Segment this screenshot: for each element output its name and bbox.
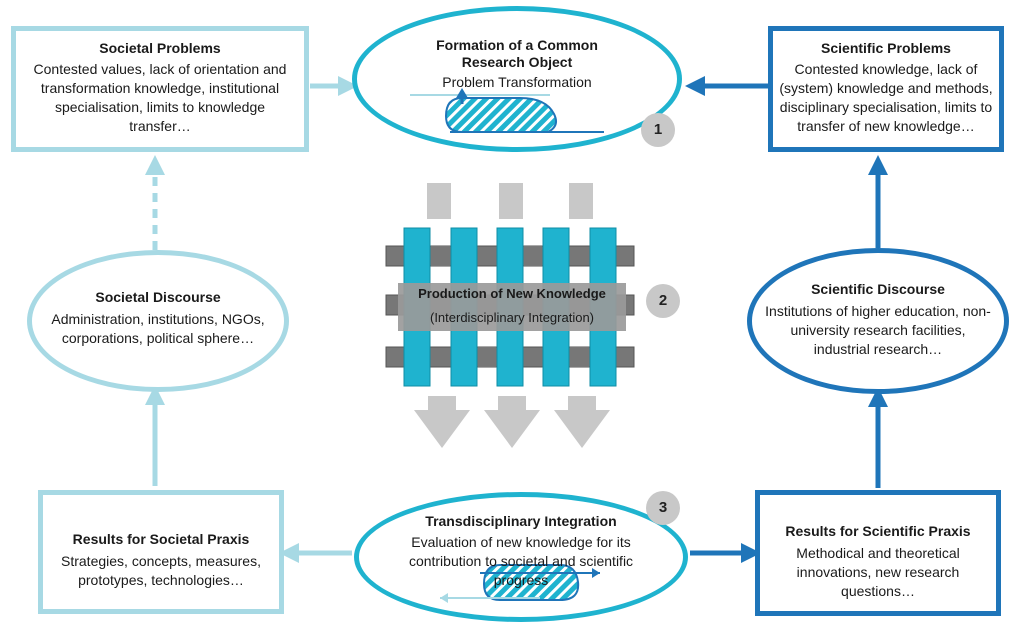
formation-ellipse: Formation of a Common Research Object Pr… — [352, 6, 682, 152]
results-societal-box: Results for Societal Praxis Strategies, … — [38, 490, 284, 614]
societal-discourse-body: Administration, institutions, NGOs, corp… — [51, 311, 265, 346]
scientific-problems-title: Scientific Problems — [821, 40, 951, 56]
production-label-bg — [398, 283, 626, 331]
scientific-discourse-ellipse: Scientific Discourse Institutions of hig… — [747, 248, 1009, 394]
societal-problems-box: Societal Problems Contested values, lack… — [11, 26, 309, 152]
transdisciplinary-title: Transdisciplinary Integration — [425, 513, 617, 529]
formation-title: Formation of a Common Research Object — [436, 37, 598, 70]
results-societal-body: Strategies, concepts, measures, prototyp… — [61, 553, 261, 588]
results-societal-title: Results for Societal Praxis — [72, 531, 250, 547]
horizontal-bar-3-over — [478, 347, 496, 367]
step-badge-2: 2 — [646, 284, 680, 318]
production-title: Production of New Knowledge — [418, 286, 606, 301]
output-arrows — [414, 396, 610, 448]
horizontal-bar-1-over-b — [524, 246, 542, 266]
societal-discourse-ellipse: Societal Discourse Administration, insti… — [27, 250, 289, 392]
results-scientific-title: Results for Scientific Praxis — [785, 523, 971, 539]
societal-discourse-title: Societal Discourse — [95, 289, 221, 305]
production-label: Production of New Knowledge (Interdiscip… — [398, 285, 626, 327]
formation-subtitle: Problem Transformation — [442, 74, 592, 90]
societal-problems-body: Contested values, lack of orientation an… — [33, 61, 287, 134]
transdisciplinary-ellipse: Transdisciplinary Integration Evaluation… — [354, 492, 688, 622]
input-arrows — [427, 183, 593, 219]
results-scientific-box: Results for Scientific Praxis Methodical… — [755, 490, 1001, 616]
results-scientific-body: Methodical and theoretical innovations, … — [796, 545, 960, 599]
step-badge-1: 1 — [641, 113, 675, 147]
step-badge-3: 3 — [646, 491, 680, 525]
societal-problems-title: Societal Problems — [99, 40, 221, 56]
transdisciplinary-body: Evaluation of new knowledge for its cont… — [408, 534, 634, 588]
knowledge-weave — [385, 227, 635, 387]
scientific-problems-box: Scientific Problems Contested knowledge,… — [768, 26, 1004, 152]
scientific-discourse-body: Institutions of higher education, non-un… — [765, 303, 991, 357]
scientific-problems-body: Contested knowledge, lack of (system) kn… — [779, 61, 993, 134]
production-subtitle: (Interdisciplinary Integration) — [429, 310, 595, 325]
horizontal-bar-1-over — [431, 246, 450, 266]
horizontal-bar-3-over-b — [570, 347, 589, 367]
scientific-discourse-title: Scientific Discourse — [811, 281, 945, 297]
